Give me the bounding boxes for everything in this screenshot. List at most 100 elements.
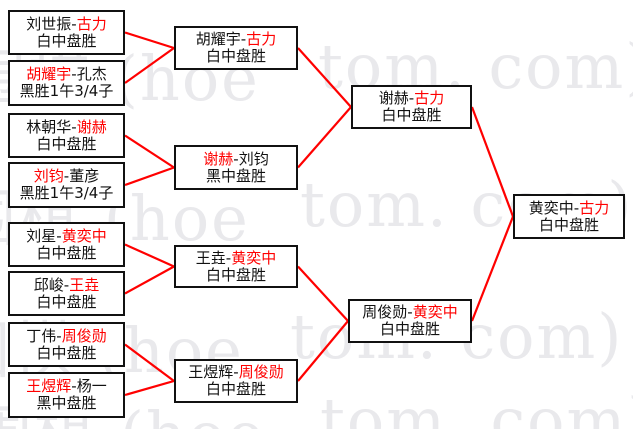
match-box-r4m1[interactable]: 黄奕中-古力白中盘胜 xyxy=(513,194,625,239)
pairing-separator: - xyxy=(240,30,247,49)
player-right: 刘钧 xyxy=(238,149,269,168)
connector-r3m1-to-r4m1 xyxy=(470,106,515,217)
player-left: 刘世振 xyxy=(26,14,72,33)
player-right: 董彦 xyxy=(69,167,100,186)
connector-r1m1-to-r2m1 xyxy=(124,31,175,50)
match-result: 黑中盘胜 xyxy=(36,394,97,412)
match-box-r2m2[interactable]: 谢赫-刘钧黑中盘胜 xyxy=(174,145,298,190)
player-right: 杨一 xyxy=(76,377,107,396)
player-right: 黄奕中 xyxy=(231,248,277,267)
match-box-r1m2[interactable]: 胡耀宇-孔杰黑胜1午3/4子 xyxy=(8,60,125,106)
match-box-r1m1[interactable]: 刘世振-古力白中盘胜 xyxy=(8,10,125,55)
match-box-r1m5[interactable]: 刘星-黄奕中白中盘胜 xyxy=(8,222,125,267)
pairing-separator: - xyxy=(63,167,70,186)
match-pairing: 黄奕中-古力 xyxy=(528,198,610,217)
player-left: 周俊勋 xyxy=(362,303,408,322)
player-right: 周俊勋 xyxy=(238,363,284,382)
match-result: 白中盘胜 xyxy=(36,31,97,50)
player-right: 古力 xyxy=(76,14,107,33)
match-result: 白中盘胜 xyxy=(36,134,97,153)
match-box-r2m1[interactable]: 胡耀宇-古力白中盘胜 xyxy=(174,26,298,70)
match-result: 白中盘胜 xyxy=(538,215,599,234)
player-left: 黄奕中 xyxy=(528,198,574,217)
player-right: 黄奕中 xyxy=(61,226,107,245)
match-pairing: 周俊勋-黄奕中 xyxy=(362,304,457,321)
match-result: 白中盘胜 xyxy=(381,106,442,124)
match-result: 白中盘胜 xyxy=(205,380,266,398)
connector-r1m8-to-r2m4 xyxy=(124,379,175,397)
player-right: 古力 xyxy=(579,198,610,217)
match-box-r3m1[interactable]: 谢赫-古力白中盘胜 xyxy=(351,85,472,129)
pairing-separator: - xyxy=(407,303,413,322)
pairing-separator: - xyxy=(233,149,239,168)
match-box-r1m3[interactable]: 林朝华-谢赫白中盘胜 xyxy=(8,113,125,158)
match-result: 白中盘胜 xyxy=(36,343,97,362)
match-pairing: 刘星-黄奕中 xyxy=(26,226,107,245)
player-left: 刘钧 xyxy=(33,167,64,186)
match-box-r2m3[interactable]: 王垚-黄奕中白中盘胜 xyxy=(174,245,298,288)
match-result: 白中盘胜 xyxy=(205,265,266,284)
connector-r2m3-to-r3m2 xyxy=(297,265,349,322)
match-result: 白中盘胜 xyxy=(36,243,97,262)
connector-r2m1-to-r3m1 xyxy=(297,47,352,108)
player-left: 林朝华 xyxy=(26,117,72,136)
connector-r1m2-to-r2m1 xyxy=(124,47,175,84)
player-left: 邱峻 xyxy=(33,275,64,294)
player-right: 王垚 xyxy=(69,275,100,294)
match-result: 白中盘胜 xyxy=(36,292,97,311)
match-pairing: 王煜辉-杨一 xyxy=(26,378,106,395)
match-pairing: 丁伟-周俊勋 xyxy=(26,326,107,345)
pairing-separator: - xyxy=(56,226,62,245)
match-pairing: 林朝华-谢赫 xyxy=(26,117,107,136)
match-pairing: 谢赫-刘钧 xyxy=(203,149,269,168)
connector-r1m3-to-r2m2 xyxy=(124,134,175,169)
player-left: 胡耀宇 xyxy=(195,30,241,49)
pairing-separator: - xyxy=(71,377,77,396)
pairing-separator: - xyxy=(71,65,77,84)
match-pairing: 胡耀宇-古力 xyxy=(196,31,276,48)
player-right: 周俊勋 xyxy=(61,326,107,345)
player-right: 黄奕中 xyxy=(412,303,458,322)
match-pairing: 王垚-黄奕中 xyxy=(195,248,277,267)
connector-r1m5-to-r2m3 xyxy=(124,243,175,268)
match-result: 白中盘胜 xyxy=(379,320,440,338)
pairing-separator: - xyxy=(71,14,77,33)
connector-r2m2-to-r3m1 xyxy=(297,106,352,169)
pairing-separator: - xyxy=(56,326,62,345)
player-left: 刘星 xyxy=(26,226,57,245)
pairing-separator: - xyxy=(71,117,77,136)
player-right: 古力 xyxy=(246,30,277,49)
connector-r1m6-to-r2m3 xyxy=(124,265,175,295)
match-box-r2m4[interactable]: 王煜辉-周俊勋白中盘胜 xyxy=(174,359,298,403)
player-left: 王煜辉 xyxy=(188,363,234,382)
match-result: 白中盘胜 xyxy=(205,47,266,65)
match-pairing: 刘世振-古力 xyxy=(26,14,107,33)
match-box-r1m8[interactable]: 王煜辉-杨一黑中盘胜 xyxy=(8,372,125,418)
player-right: 谢赫 xyxy=(76,117,107,136)
match-box-r1m4[interactable]: 刘钧-董彦黑胜1午3/4子 xyxy=(8,162,125,208)
player-left: 丁伟 xyxy=(26,326,57,345)
match-box-r3m2[interactable]: 周俊勋-黄奕中白中盘胜 xyxy=(348,299,472,343)
match-box-r1m6[interactable]: 邱峻-王垚白中盘胜 xyxy=(8,271,125,316)
pairing-separator: - xyxy=(225,248,232,267)
player-left: 王垚 xyxy=(195,248,226,267)
connector-r2m4-to-r3m2 xyxy=(297,320,349,382)
match-pairing: 邱峻-王垚 xyxy=(33,275,100,294)
pairing-separator: - xyxy=(63,275,70,294)
pairing-separator: - xyxy=(573,198,580,217)
player-left: 王煜辉 xyxy=(26,377,72,396)
match-pairing: 胡耀宇-孔杰 xyxy=(26,66,106,83)
connector-r1m4-to-r2m2 xyxy=(124,166,175,187)
player-left: 谢赫 xyxy=(378,89,409,108)
match-result: 黑胜1午3/4子 xyxy=(19,184,114,202)
match-pairing: 王煜辉-周俊勋 xyxy=(188,364,283,381)
watermark-text: tom. com) xyxy=(320,384,633,429)
match-result: 黑胜1午3/4子 xyxy=(19,82,114,100)
player-left: 胡耀宇 xyxy=(26,65,72,84)
player-right: 孔杰 xyxy=(76,65,107,84)
pairing-separator: - xyxy=(233,363,239,382)
player-right: 古力 xyxy=(414,89,445,108)
player-left: 谢赫 xyxy=(203,149,234,168)
match-box-r1m7[interactable]: 丁伟-周俊勋白中盘胜 xyxy=(8,322,125,367)
